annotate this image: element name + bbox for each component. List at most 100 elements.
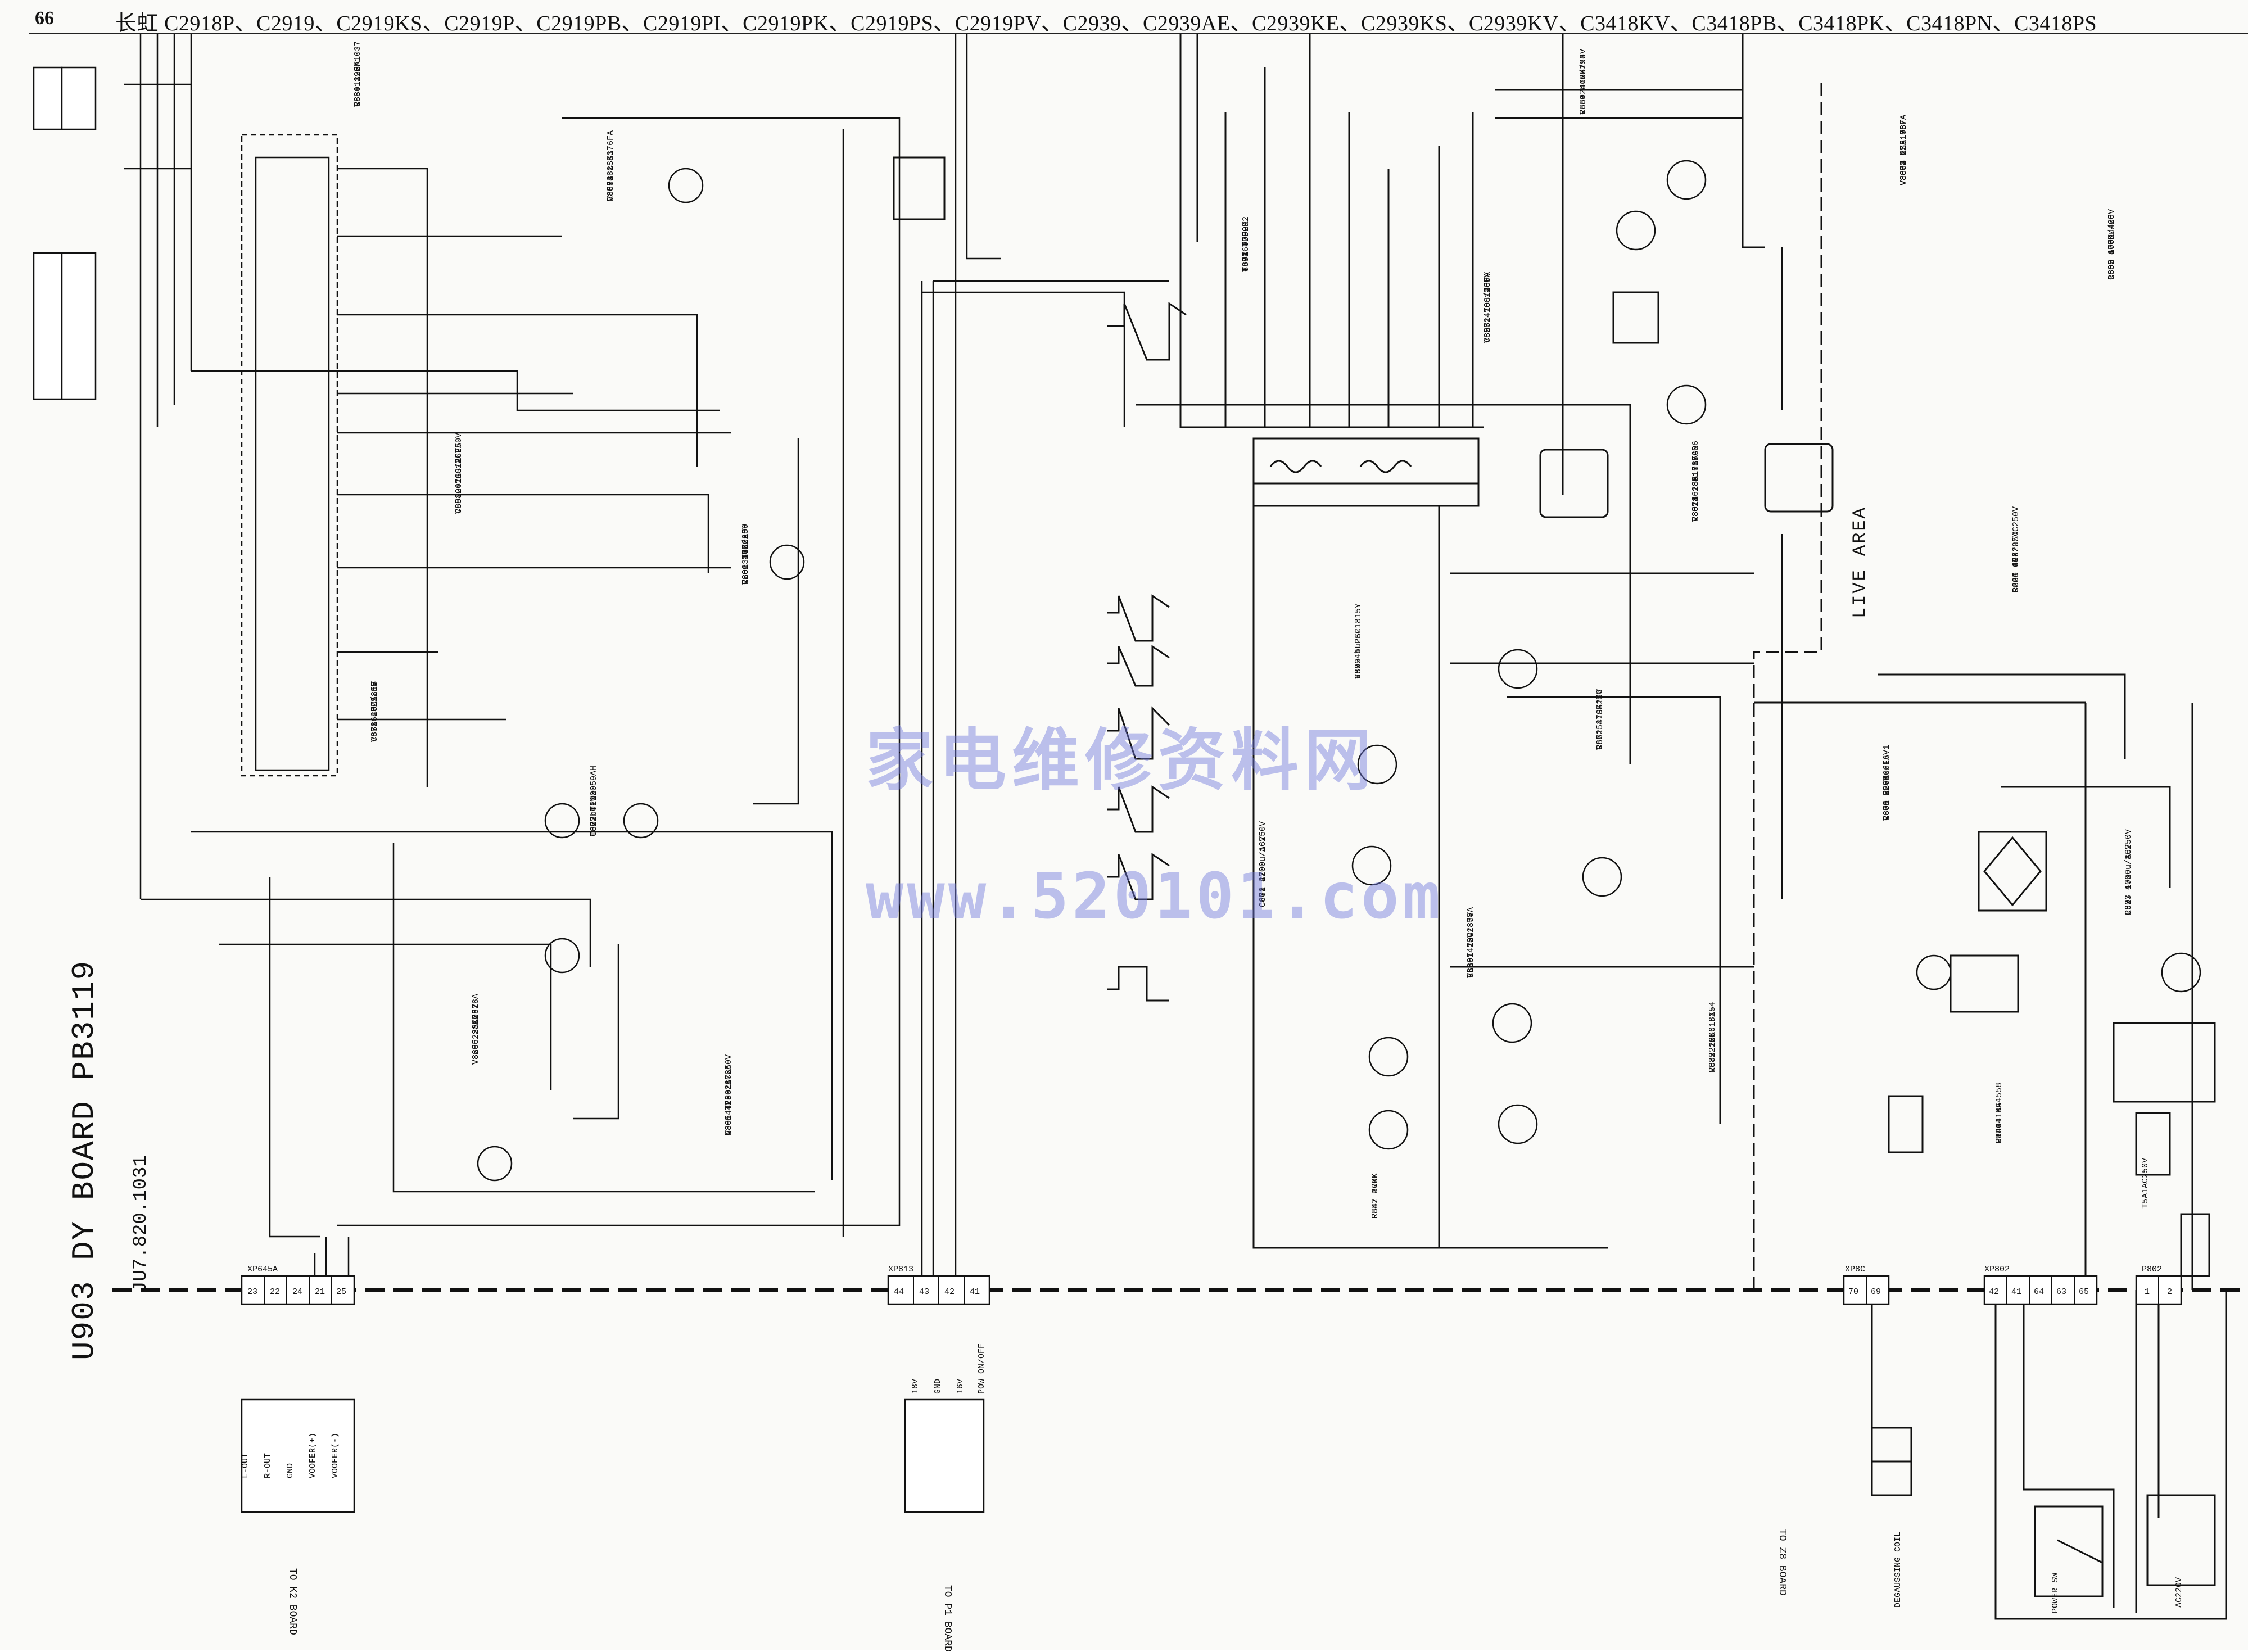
connector-pin-labels: 23 22 24 21 25 XP645A 44 43 42 41 XP813 …: [247, 1265, 2172, 1297]
component-c677: C677 4700: [1241, 227, 1251, 272]
component-c805: C805 4700/AC250V: [724, 1054, 734, 1135]
component-c800: C800 4700u/AC250V: [1258, 821, 1268, 907]
component-c671: C671 4700: [1258, 862, 1268, 907]
component-c831: C831 2200u/16V: [1882, 750, 1892, 821]
xp813-pin-4: 41: [970, 1287, 980, 1297]
component-n801: N801 TLP621: [724, 1080, 734, 1135]
component-c672: C672 0.1: [589, 796, 599, 836]
component-r825: R825 680: [2011, 552, 2021, 592]
board-name: U903 DY BOARD PB3119: [66, 959, 102, 1360]
component-v8891: V8891 2SA1037: [353, 41, 363, 107]
page-number: 66: [35, 8, 54, 29]
component-v8804: V8804 1SS176FA: [1899, 115, 1908, 185]
component-v8552: V8552 2SK3: [606, 151, 616, 201]
ac-input-label: AC220V: [2174, 1577, 2184, 1608]
component-v8892: V8892 1SS194: [1578, 54, 1588, 115]
connector-pin-dividers: [264, 1276, 2159, 1304]
xp645a-pin-1: 23: [247, 1287, 257, 1297]
component-r842: R842 10K: [1370, 1178, 1380, 1219]
component-v8532: V8532 1SS176FA: [454, 443, 464, 514]
component-r830: R830 6.8K: [2107, 234, 2116, 280]
bridge-rectifier: [1871, 831, 2227, 1620]
component-c826: C826 470u/25V: [1483, 277, 1492, 343]
xp813-pin-1: 44: [894, 1287, 904, 1297]
waveforms: [1107, 302, 1187, 1002]
component-v8667: V8667 2SC2878A: [1466, 907, 1476, 978]
watermark-url: www.520101.com: [866, 860, 1444, 933]
component-rl801: RL801 12V: [1466, 933, 1476, 978]
component-r860: R860 4.7K: [1578, 69, 1588, 115]
xp8c-pin-2: 69: [1871, 1287, 1881, 1297]
component-r834: R834 2.2: [353, 66, 363, 107]
component-v8664: V8664 2SC2878A: [724, 1065, 734, 1135]
xp8c-label: XP8C: [1845, 1265, 1865, 1274]
component-v805: V805 RBV406FA-1: [1882, 745, 1892, 821]
component-t803: T803 TPW2059AH: [589, 766, 599, 836]
component-c827b: C827b 1000: [589, 786, 599, 836]
p802-pin-1: 1: [2145, 1287, 2150, 1297]
xp645a-pin-3: 24: [292, 1287, 302, 1297]
component-v8671: V8671 1SS176FA06: [1691, 441, 1700, 522]
xp645a-label: XP645A: [247, 1265, 278, 1274]
component-v8823: V8823 UZ2000: [741, 524, 750, 585]
xp645a-pin-2: 22: [270, 1287, 280, 1297]
component-r673: R673 47K: [2124, 875, 2133, 915]
component-c679: C679 1u: [1354, 644, 1363, 679]
component-r230: R230 10K: [2011, 552, 2021, 592]
component-v8531: V8531 1SS176FA: [1483, 272, 1492, 343]
component-r671: R671 3.9K: [1595, 704, 1605, 750]
signal-gnd: GND: [286, 1463, 295, 1478]
component-v829: V829 2SA1037: [471, 1004, 481, 1065]
component-c681: C681 47u/25V: [2011, 532, 2021, 592]
xp645a-pin-4: 21: [315, 1287, 325, 1297]
page-header: 66 长虹 C2918P、C2919、C2919KS、C2919P、C2919P…: [0, 0, 2248, 36]
fuse-label: T5A1AC250V: [2141, 1158, 2150, 1209]
header-rule: [29, 33, 2248, 34]
component-r672: R672 10K: [1708, 1032, 1717, 1072]
left-power-amplifier: [124, 34, 1169, 1290]
xp813-pin-2: 43: [919, 1287, 929, 1297]
component-v8674: V8674: [606, 176, 616, 201]
dest-p1-board: TO P1 BOARD: [942, 1585, 953, 1652]
board-code: JU7.820.1031: [130, 1155, 152, 1293]
component-v831: V831 2SC1815: [370, 681, 379, 742]
component-c687: C687 470u/25V: [1578, 49, 1588, 115]
signal-18v: 18V: [911, 1379, 920, 1394]
xp645a-signal-labels: L-OUT R-OUT GND VOOFER(+) VOOFER(-) 18V …: [241, 1343, 987, 1478]
component-v8857: V8857 UZ5.6B: [1899, 125, 1908, 185]
component-r801: R801 6.8K: [1691, 476, 1700, 522]
component-r884: R884 1.5K: [353, 61, 363, 107]
component-v8672: V8672: [1483, 318, 1492, 343]
component-v8844: V8844 BA4558: [1994, 1083, 2004, 1143]
component-r882: R882 8.2K: [1370, 1173, 1380, 1219]
component-c680: C680 47u/25V: [741, 524, 750, 585]
component-c685: C685 1000u/25V: [2107, 209, 2116, 280]
component-v8824b: V8824b 2SC1815Y: [1354, 603, 1363, 679]
xp813-label: XP813: [888, 1265, 913, 1274]
component-v8666: V8666 2SC2878A: [471, 994, 481, 1065]
xp802-pin-2: 41: [2011, 1287, 2021, 1297]
model-list: 长虹 C2918P、C2919、C2919KS、C2919P、C2919PB、C…: [115, 12, 2097, 35]
component-r866: R866 8C: [606, 166, 616, 201]
component-c851: C851 56n/250V: [1578, 49, 1588, 115]
component-c827: C827 1000u/35V: [2124, 844, 2133, 915]
component-r841: R841 1K: [1994, 1108, 2004, 1143]
transistor-symbols: [477, 160, 2201, 1182]
component-v8830: V8830 1SS176: [454, 453, 464, 514]
component-c678: C678 47u/25V: [370, 681, 379, 742]
xp802-label: XP802: [1984, 1265, 2010, 1274]
component-r231: R231 10K: [741, 544, 750, 585]
component-v8803: V8803 1SS176FA: [606, 130, 616, 201]
component-c836: C836 390: [353, 66, 363, 107]
signal-voofer-plus: VOOFER(+): [308, 1433, 318, 1478]
xp8c-pin-1: 70: [1848, 1287, 1858, 1297]
power-switch-label: POWER SW: [2051, 1573, 2060, 1613]
component-t801: T801 TDF-92: [1241, 216, 1251, 272]
p802-label: P802: [2142, 1265, 2162, 1274]
xp802-pin-1: 42: [1989, 1287, 1999, 1297]
component-r670: R670 5.6K: [1882, 775, 1892, 821]
component-v887: V887 2SC8 FX-4: [1708, 1002, 1717, 1072]
component-c804: C804 0.1u/AC250V: [454, 433, 464, 514]
